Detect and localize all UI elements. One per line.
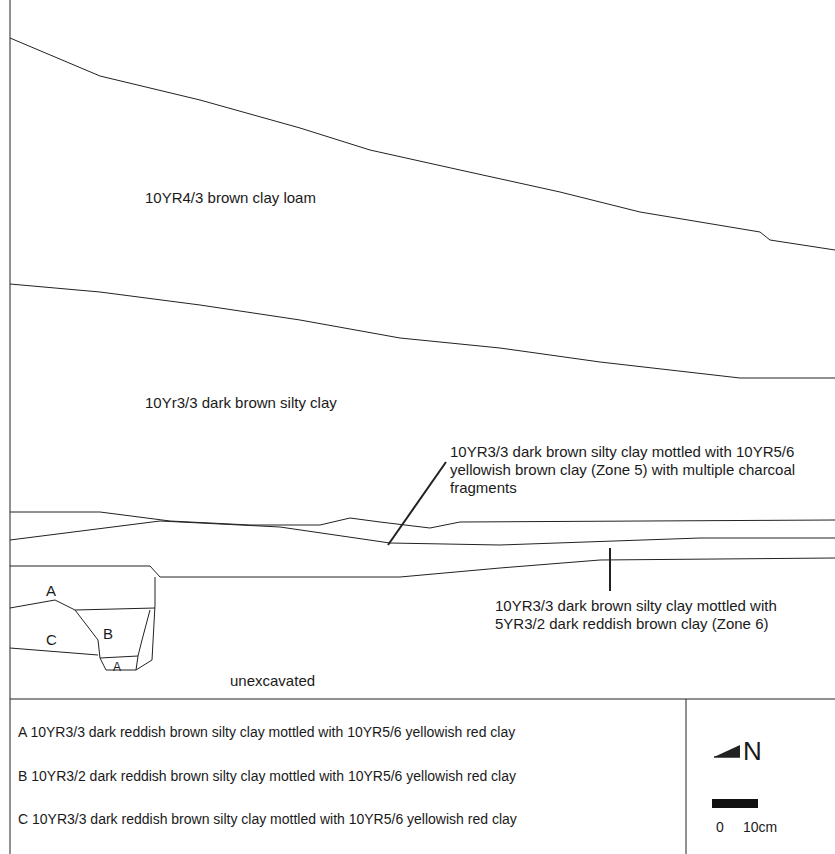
zone-label: 10YR3/3 dark brown silty clay mottled wi…: [450, 443, 810, 497]
layer-label: 10Yr3/3 dark brown silty clay: [145, 394, 337, 411]
north-label: N: [743, 737, 762, 765]
feature-boundary: [136, 660, 152, 670]
feature-boundary: [75, 610, 150, 658]
layer-label: A: [113, 660, 121, 674]
layer-region: 10YR4/3 brown clay loam: [145, 189, 316, 207]
layer-region: C: [46, 631, 57, 649]
leader-line: [388, 462, 446, 545]
layer-label: C: [46, 631, 57, 648]
layer-label: unexcavated: [230, 672, 315, 689]
layer-boundary: [10, 521, 835, 545]
frame-line: [10, 0, 11, 854]
layer-boundary: [10, 558, 835, 577]
legend-row: A 10YR3/3 dark reddish brown silty clay …: [18, 723, 683, 741]
layer-region: unexcavated: [230, 672, 315, 690]
feature-boundary: [10, 600, 155, 610]
leader-line: [609, 548, 611, 591]
north-arrow: [714, 745, 740, 757]
layer-boundary: [10, 38, 835, 250]
north-arrow: [714, 756, 740, 758]
layer-label: A: [46, 582, 56, 599]
frame-line: [686, 699, 687, 854]
zone-label: 10YR3/3 dark brown silty clay mottled wi…: [495, 597, 815, 633]
layer-region: A: [46, 582, 56, 600]
scale-bar: [712, 799, 758, 808]
layer-label: B: [103, 625, 113, 642]
scale-label: 0: [716, 818, 724, 836]
layer-region: B: [103, 625, 113, 643]
feature-boundary: [10, 648, 98, 655]
legend-row: B 10YR3/2 dark reddish brown silty clay …: [18, 767, 683, 785]
scale-label: 10cm: [743, 818, 777, 836]
feature-boundary: [152, 577, 155, 660]
frame-line: [10, 699, 835, 700]
legend-row: C 10YR3/3 dark reddish brown silty clay …: [18, 810, 683, 828]
layer-boundary: [10, 512, 835, 528]
layer-region: A: [113, 657, 121, 675]
layer-region: 10Yr3/3 dark brown silty clay: [145, 394, 337, 412]
layer-boundary: [10, 284, 835, 378]
layer-label: 10YR4/3 brown clay loam: [145, 189, 316, 206]
